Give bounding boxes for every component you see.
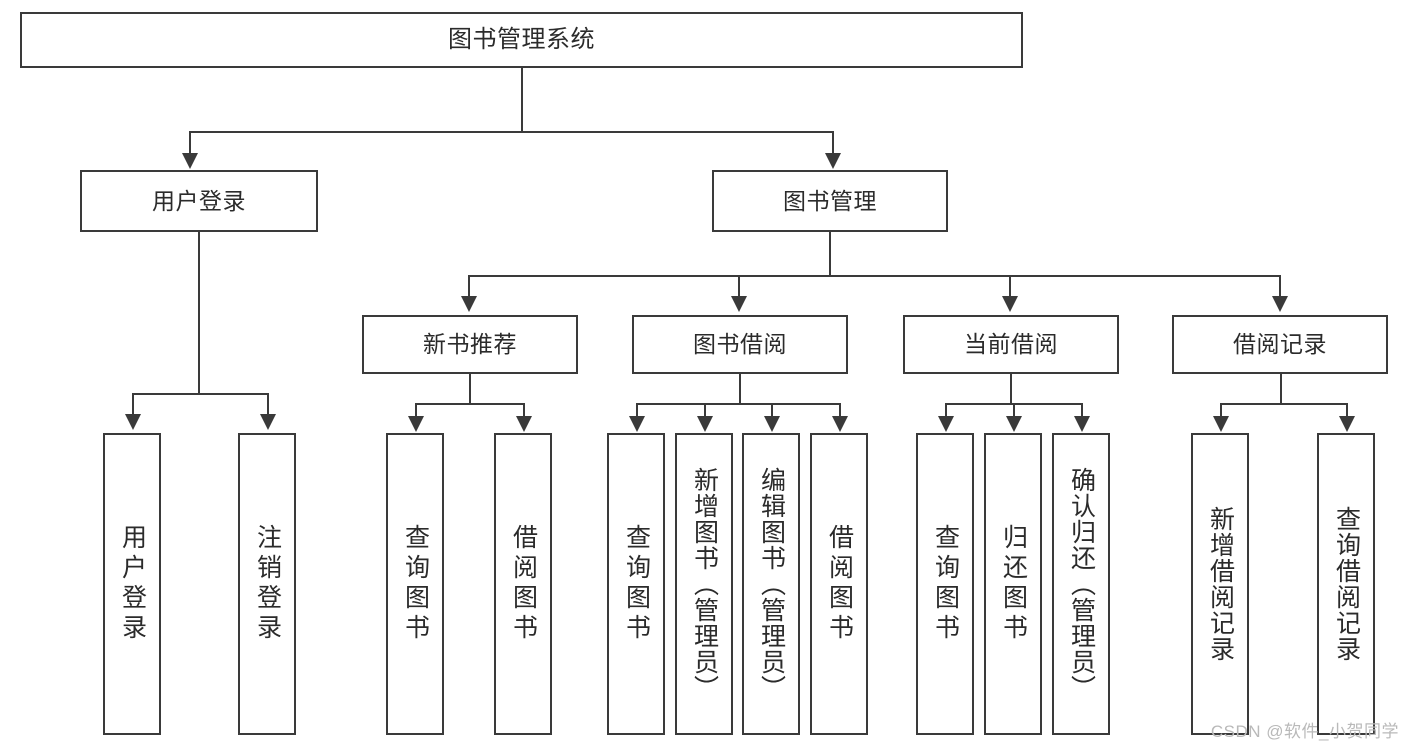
- node-label: 图书管理系统: [448, 26, 595, 54]
- node-user-login[interactable]: 用户登录: [80, 170, 318, 232]
- node-label: 图书借阅: [693, 331, 787, 358]
- node-leaf-borrow-book-1[interactable]: 借阅图书: [494, 433, 552, 735]
- arrow-br-leaf-2: [1339, 416, 1355, 432]
- edge-cb-drop-1: [945, 403, 947, 417]
- node-label: 查询图书: [401, 524, 430, 644]
- node-book-borrow[interactable]: 图书借阅: [632, 315, 848, 374]
- node-borrow-record[interactable]: 借阅记录: [1172, 315, 1388, 374]
- node-label: 新书推荐: [423, 331, 517, 358]
- arrow-nbr-leaf-2: [516, 416, 532, 432]
- edge-user-login-drop-2: [267, 393, 269, 415]
- arrow-to-current-borrow: [1002, 296, 1018, 312]
- node-label: 图书管理: [783, 187, 877, 214]
- node-root-book-management-system[interactable]: 图书管理系统: [20, 12, 1023, 68]
- node-label: 归还图书: [999, 524, 1028, 644]
- edge-new-book-recommend-bus: [415, 403, 523, 405]
- node-leaf-confirm-return-admin[interactable]: 确认归还（管理员）: [1052, 433, 1110, 735]
- arrow-bb-leaf-2: [697, 416, 713, 432]
- node-leaf-query-book-3[interactable]: 查询图书: [916, 433, 974, 735]
- edge-user-login-drop-1: [132, 393, 134, 415]
- node-leaf-logout-login[interactable]: 注销登录: [238, 433, 296, 735]
- arrow-bb-leaf-4: [832, 416, 848, 432]
- arrow-cb-leaf-3: [1074, 416, 1090, 432]
- arrow-to-new-book-recommend: [461, 296, 477, 312]
- edge-cb-drop-3: [1081, 403, 1083, 417]
- node-label: 借阅记录: [1233, 331, 1327, 358]
- edge-bb-drop-2: [704, 403, 706, 417]
- edge-current-borrow-stem: [1010, 374, 1012, 404]
- edge-to-book-management: [832, 131, 834, 155]
- node-leaf-add-borrow-record[interactable]: 新增借阅记录: [1191, 433, 1249, 735]
- edge-level3-bus: [468, 275, 1280, 277]
- edge-borrow-record-bus: [1220, 403, 1346, 405]
- edge-book-borrow-stem: [739, 374, 741, 404]
- node-label: 新增借阅记录: [1206, 506, 1235, 662]
- arrow-cb-leaf-1: [938, 416, 954, 432]
- edge-to-book-borrow: [738, 275, 740, 297]
- arrow-nbr-leaf-1: [408, 416, 424, 432]
- node-label: 查询图书: [931, 524, 960, 644]
- node-current-borrow[interactable]: 当前借阅: [903, 315, 1119, 374]
- arrow-user-login-leaf-1: [125, 414, 141, 430]
- node-label: 用户登录: [118, 524, 147, 644]
- arrow-cb-leaf-2: [1006, 416, 1022, 432]
- node-leaf-add-book-admin[interactable]: 新增图书（管理员）: [675, 433, 733, 735]
- edge-bb-drop-1: [636, 403, 638, 417]
- arrow-to-borrow-record: [1272, 296, 1288, 312]
- edge-to-current-borrow: [1009, 275, 1011, 297]
- edge-bb-drop-4: [839, 403, 841, 417]
- arrow-to-book-borrow: [731, 296, 747, 312]
- arrow-bb-leaf-1: [629, 416, 645, 432]
- edge-to-borrow-record: [1279, 275, 1281, 297]
- arrow-br-leaf-1: [1213, 416, 1229, 432]
- edge-nbr-drop-2: [523, 403, 525, 417]
- edge-new-book-recommend-stem: [469, 374, 471, 404]
- node-leaf-borrow-book-2[interactable]: 借阅图书: [810, 433, 868, 735]
- edge-nbr-drop-1: [415, 403, 417, 417]
- node-label: 新增图书（管理员）: [690, 467, 719, 701]
- node-label: 查询借阅记录: [1332, 506, 1361, 662]
- edge-root-stem: [521, 68, 523, 132]
- node-leaf-user-login[interactable]: 用户登录: [103, 433, 161, 735]
- node-label: 查询图书: [622, 524, 651, 644]
- arrow-to-book-management: [825, 153, 841, 169]
- node-leaf-return-book[interactable]: 归还图书: [984, 433, 1042, 735]
- arrow-to-user-login: [182, 153, 198, 169]
- node-new-book-recommend[interactable]: 新书推荐: [362, 315, 578, 374]
- node-label: 当前借阅: [964, 331, 1058, 358]
- node-leaf-edit-book-admin[interactable]: 编辑图书（管理员）: [742, 433, 800, 735]
- edge-book-borrow-bus: [636, 403, 839, 405]
- edge-user-login-stem: [198, 232, 200, 394]
- csdn-watermark: CSDN @软件_小贺同学: [1210, 722, 1399, 741]
- node-leaf-query-book-1[interactable]: 查询图书: [386, 433, 444, 735]
- edge-level2-bus: [189, 131, 833, 133]
- edge-borrow-record-stem: [1280, 374, 1282, 404]
- node-leaf-query-borrow-record[interactable]: 查询借阅记录: [1317, 433, 1375, 735]
- node-book-management[interactable]: 图书管理: [712, 170, 948, 232]
- edge-cb-drop-2: [1013, 403, 1015, 417]
- edge-to-new-book-recommend: [468, 275, 470, 297]
- node-label: 注销登录: [253, 524, 282, 644]
- node-leaf-query-book-2[interactable]: 查询图书: [607, 433, 665, 735]
- node-label: 编辑图书（管理员）: [757, 467, 786, 701]
- edge-to-user-login: [189, 131, 191, 155]
- node-label: 借阅图书: [825, 524, 854, 644]
- arrow-user-login-leaf-2: [260, 414, 276, 430]
- edge-user-login-bus: [132, 393, 267, 395]
- edge-bb-drop-3: [771, 403, 773, 417]
- node-label: 确认归还（管理员）: [1067, 467, 1096, 701]
- edge-book-management-stem: [829, 232, 831, 276]
- edge-br-drop-1: [1220, 403, 1222, 417]
- arrow-bb-leaf-3: [764, 416, 780, 432]
- node-label: 借阅图书: [509, 524, 538, 644]
- edge-br-drop-2: [1346, 403, 1348, 417]
- node-label: 用户登录: [152, 187, 246, 214]
